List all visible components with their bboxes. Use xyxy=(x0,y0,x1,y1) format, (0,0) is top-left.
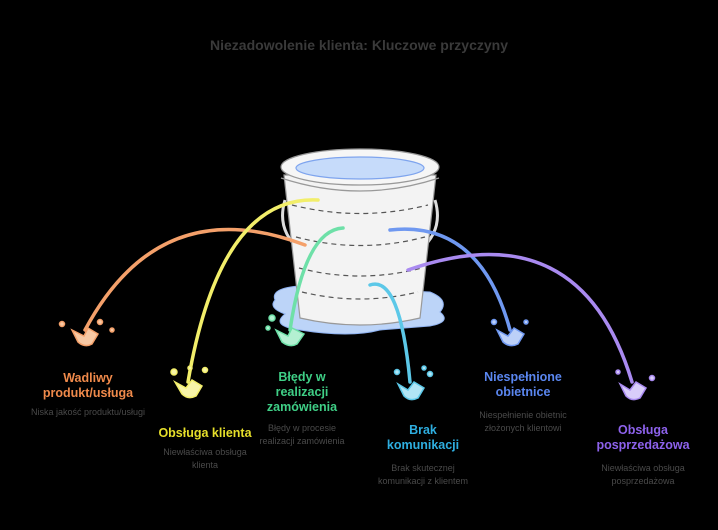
stream-blue xyxy=(388,227,512,332)
cause-desc-unfulfilled-promises: Niespełnienie obietnic złożonych kliento… xyxy=(479,410,567,433)
stream-orange xyxy=(83,227,307,332)
cause-desc-after-sales: Niewłaściwa obsługa posprzedażowa xyxy=(601,463,685,486)
cause-label-unfulfilled-promises: Niespełnione obietnice xyxy=(484,370,562,399)
bucket-water xyxy=(295,156,425,180)
cause-desc-order-errors: Błędy w procesie realizacji zamówienia xyxy=(259,423,345,446)
splash-blue xyxy=(490,318,529,347)
cause-label-no-communication: Brak komunikacji xyxy=(386,423,460,452)
cause-label-customer-service: Obsługa klienta xyxy=(158,426,252,440)
splash-cyan xyxy=(393,365,434,401)
cause-desc-no-communication: Brak skutecznej komunikacji z klientem xyxy=(377,463,469,486)
bucket-body xyxy=(283,174,437,326)
cause-label-order-errors: Błędy w realizacji zamówienia xyxy=(266,370,338,414)
streams xyxy=(83,198,634,384)
cause-desc-defective-product: Niska jakość produktu/usługi xyxy=(30,407,146,417)
cause-label-after-sales: Obsługa posprzedażowa xyxy=(596,423,690,452)
splash-yellow xyxy=(170,365,209,399)
stream-cyan xyxy=(368,282,412,384)
splash-purple xyxy=(615,369,656,401)
bucket-rim-lower-edge xyxy=(280,177,440,192)
cause-desc-customer-service: Niewłaściwa obsługa klienta xyxy=(163,447,247,470)
stream-purple xyxy=(406,252,634,384)
splashes xyxy=(58,314,656,401)
cause-label-defective-product: Wadliwy produkt/usługa xyxy=(42,371,134,400)
splash-green xyxy=(265,314,306,347)
stream-green xyxy=(288,226,345,332)
stream-yellow xyxy=(186,198,320,384)
diagram-title: Niezadowolenie klienta: Kluczowe przyczy… xyxy=(210,37,508,53)
splash-orange xyxy=(58,318,115,347)
